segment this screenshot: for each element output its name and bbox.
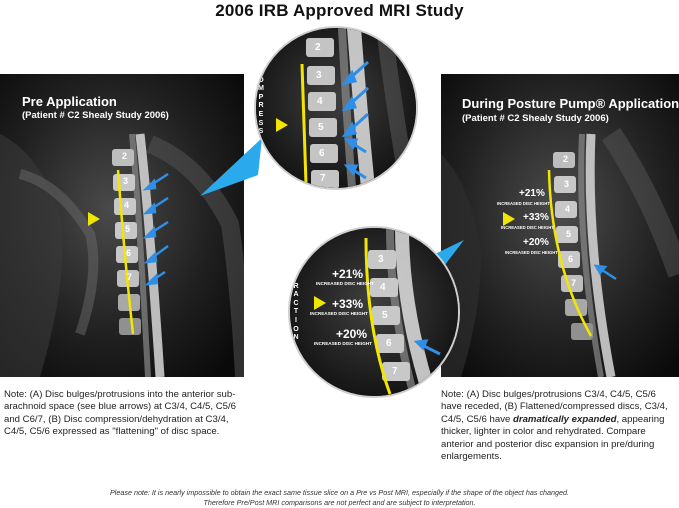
compression-vertebra-5: 5 xyxy=(318,122,324,133)
compression-vertebra-3: 3 xyxy=(316,70,322,81)
traction-measurement-1-label: INCREASED DISC HEIGHT xyxy=(316,281,374,286)
traction-vertebra-3: 3 xyxy=(378,254,384,265)
traction-measurement-3-label: INCREASED DISC HEIGHT xyxy=(314,341,372,346)
during-measurement-1-pct: +21% xyxy=(519,188,545,199)
compression-vertebra-4: 4 xyxy=(317,96,323,107)
pre-vertebra-3: 3 xyxy=(123,176,129,186)
compression-zoom-image xyxy=(256,28,416,188)
during-disc-marker-icon xyxy=(503,212,515,226)
traction-arrows xyxy=(413,339,441,356)
pre-vertebra-7: 7 xyxy=(127,272,133,282)
pre-bulge-arrows xyxy=(142,172,169,286)
traction-marker-icon xyxy=(314,296,326,310)
during-vertebrae-stack xyxy=(553,152,593,340)
traction-measurement-3-pct: +20% xyxy=(336,327,368,341)
during-note-text-1: Note: (A) Disc bulges/protrusions C3/4, … xyxy=(441,389,668,425)
traction-zoom-image xyxy=(290,228,458,396)
pre-disc-marker-icon xyxy=(88,212,100,226)
compression-spine-line xyxy=(300,63,308,185)
during-vertebra-2: 2 xyxy=(563,154,569,164)
footer-line-1: Please note: It is nearly impossible to … xyxy=(109,488,570,497)
during-vertebra-7: 7 xyxy=(571,278,577,288)
compression-marker-icon xyxy=(276,118,288,132)
traction-measurement-1-pct: +21% xyxy=(332,267,364,281)
traction-vertebra-4: 4 xyxy=(380,282,386,293)
during-note-emphasis: dramatically expanded xyxy=(513,413,617,425)
pre-mri-image xyxy=(0,74,244,377)
traction-vertebra-7: 7 xyxy=(392,366,398,377)
compression-vertebra-2: 2 xyxy=(315,42,321,53)
pre-note: Note: (A) Disc bulges/protrusions into t… xyxy=(4,389,236,438)
during-note-text-2: , appearing thicker, lighter in color an… xyxy=(441,413,665,463)
pre-vertebra-6: 6 xyxy=(126,248,132,258)
footer-line-2: Therefore Pre/Post MRI comparisons are n… xyxy=(203,498,476,507)
traction-vertebra-6: 6 xyxy=(386,338,392,349)
pre-heading: Pre Application xyxy=(22,94,117,109)
traction-measurement-2-label: INCREASED DISC HEIGHT xyxy=(310,311,368,316)
pre-vertebra-5: 5 xyxy=(125,224,131,234)
traction-spine-line xyxy=(364,237,392,395)
pre-application-mri: Pre Application (Patient # C2 Shealy Stu… xyxy=(0,74,244,377)
page-title: 2006 IRB Approved MRI Study xyxy=(215,1,464,20)
during-vertebra-6: 6 xyxy=(568,254,574,264)
pre-vertebra-4: 4 xyxy=(124,200,130,210)
during-measurement-3-pct: +20% xyxy=(523,237,549,248)
during-heading: During Posture Pump® Application xyxy=(462,96,679,111)
during-measurement-3-label: INCREASED DISC HEIGHT xyxy=(505,250,558,255)
traction-vertebra-5: 5 xyxy=(382,310,388,321)
during-vertebra-4: 4 xyxy=(565,204,571,214)
during-vertebra-3: 3 xyxy=(564,179,570,189)
during-measurement-2-pct: +33% xyxy=(523,212,549,223)
during-note: Note: (A) Disc bulges/protrusions C3/4, … xyxy=(441,389,677,463)
pre-vertebra-2: 2 xyxy=(122,151,128,161)
pre-patient-label: (Patient # C2 Shealy Study 2006) xyxy=(22,110,169,121)
during-arrows xyxy=(593,264,617,281)
during-vertebra-5: 5 xyxy=(566,229,572,239)
during-measurement-2-label: INCREASED DISC HEIGHT xyxy=(501,225,554,230)
traction-measurement-2-pct: +33% xyxy=(332,297,364,311)
during-measurement-1-label: INCREASED DISC HEIGHT xyxy=(497,201,550,206)
during-patient-label: (Patient # C2 Shealy Study 2006) xyxy=(462,113,609,124)
compression-arrows xyxy=(341,60,370,180)
footer-disclaimer: Please note: It is nearly impossible to … xyxy=(0,488,679,508)
compression-vertebra-6: 6 xyxy=(319,148,325,159)
during-spine-line xyxy=(547,169,593,337)
during-application-mri: During Posture Pump® Application (Patien… xyxy=(441,74,679,377)
pre-spine-line xyxy=(116,169,135,335)
compression-vertebra-7: 7 xyxy=(320,173,326,184)
